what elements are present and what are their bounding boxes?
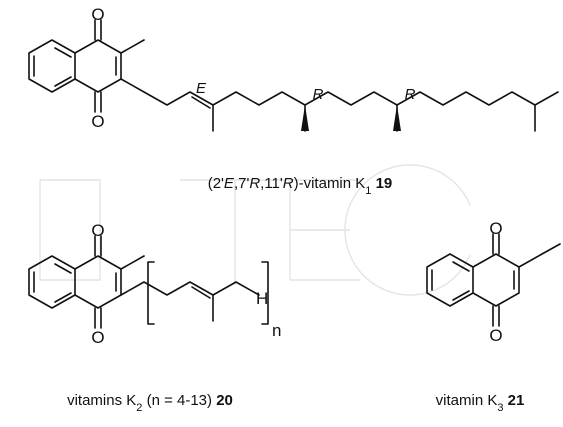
structure-vitamin-k1: O O E R R bbox=[28, 5, 559, 132]
stereo-label-r-7: R bbox=[313, 86, 324, 103]
atom-hydrogen-terminal: H bbox=[256, 289, 268, 308]
atom-oxygen-k2-bottom: O bbox=[91, 328, 104, 347]
atom-oxygen-k2-top: O bbox=[91, 221, 104, 240]
caption-vitamin-k1: (2'E,7'R,11'R)-vitamin K1 19 bbox=[208, 175, 393, 197]
atom-oxygen-k1-bottom: O bbox=[91, 112, 104, 131]
caption-vitamin-k3: vitamin K3 21 bbox=[436, 392, 525, 414]
caption-vitamins-k2: vitamins K2 (n = 4-13) 20 bbox=[67, 392, 233, 414]
wedge-bond-7 bbox=[301, 105, 309, 131]
structure-vitamin-k3: O O bbox=[426, 219, 561, 345]
wedge-bond-11 bbox=[393, 105, 401, 131]
atom-oxygen-k1-top: O bbox=[91, 5, 104, 24]
watermark-logo bbox=[39, 164, 471, 296]
stereo-label-r-11: R bbox=[405, 86, 416, 103]
atom-oxygen-k3-top: O bbox=[489, 219, 502, 238]
stereo-label-e: E bbox=[196, 80, 207, 97]
atom-oxygen-k3-bottom: O bbox=[489, 326, 502, 345]
structure-vitamins-k2: O O H n bbox=[28, 221, 281, 347]
repeat-index-n: n bbox=[272, 321, 281, 340]
